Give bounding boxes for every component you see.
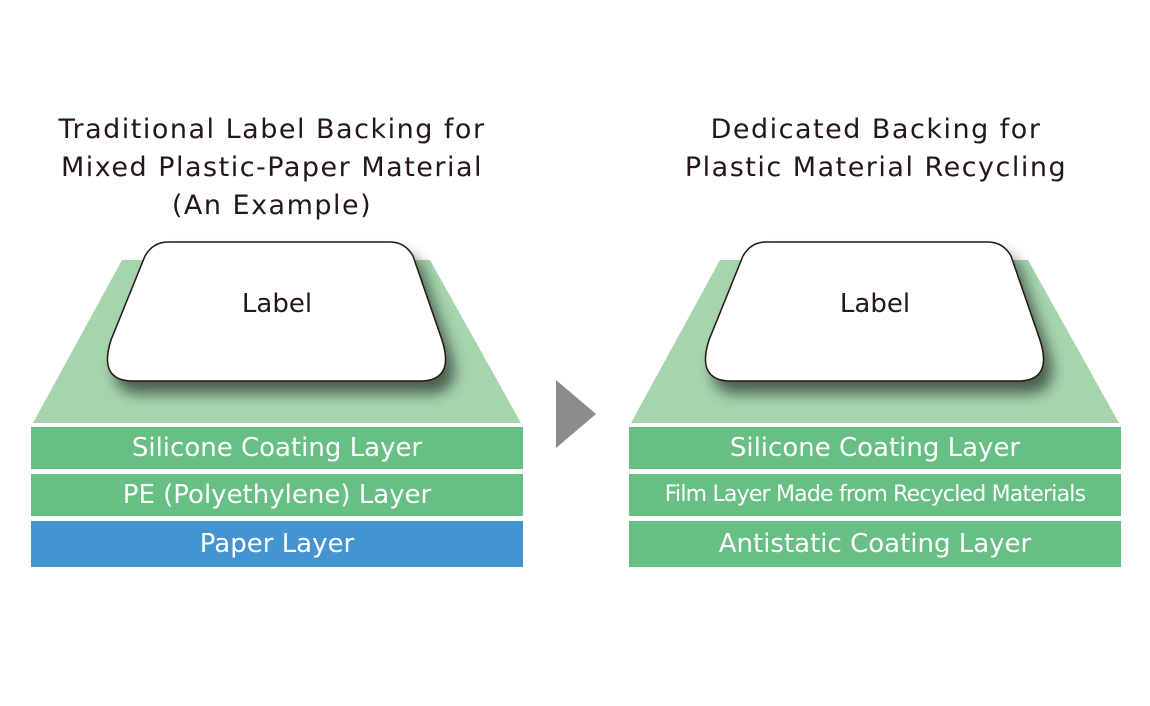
- left-layer-silicone: Silicone Coating Layer: [31, 427, 523, 469]
- left-title-line: Mixed Plastic-Paper Material: [60, 152, 484, 183]
- left-label-shape: [106, 241, 447, 382]
- arrow-right-icon: [556, 380, 596, 448]
- left-layer-paper: Paper Layer: [31, 521, 523, 567]
- right-backing-surface: Label: [631, 241, 1119, 423]
- right-layer-silicone: Silicone Coating Layer: [629, 427, 1121, 469]
- right-title-line: Dedicated Backing for: [710, 114, 1042, 145]
- left-title-line: Traditional Label Backing for: [58, 114, 486, 145]
- left-title: Traditional Label Backing for Mixed Plas…: [0, 111, 552, 225]
- left-layer-pe: PE (Polyethylene) Layer: [31, 474, 523, 516]
- left-backing-surface: Label: [33, 241, 521, 423]
- left-label-text: Label: [242, 289, 312, 319]
- right-title-line: Plastic Material Recycling: [684, 152, 1068, 183]
- right-label-text: Label: [840, 289, 910, 319]
- left-title-line: (An Example): [171, 190, 373, 221]
- right-title: Dedicated Backing for Plastic Material R…: [596, 111, 1150, 187]
- right-label-shape: [704, 241, 1045, 382]
- right-layer-antistatic: Antistatic Coating Layer: [629, 521, 1121, 567]
- right-layer-recycled-film: Film Layer Made from Recycled Materials: [629, 474, 1121, 516]
